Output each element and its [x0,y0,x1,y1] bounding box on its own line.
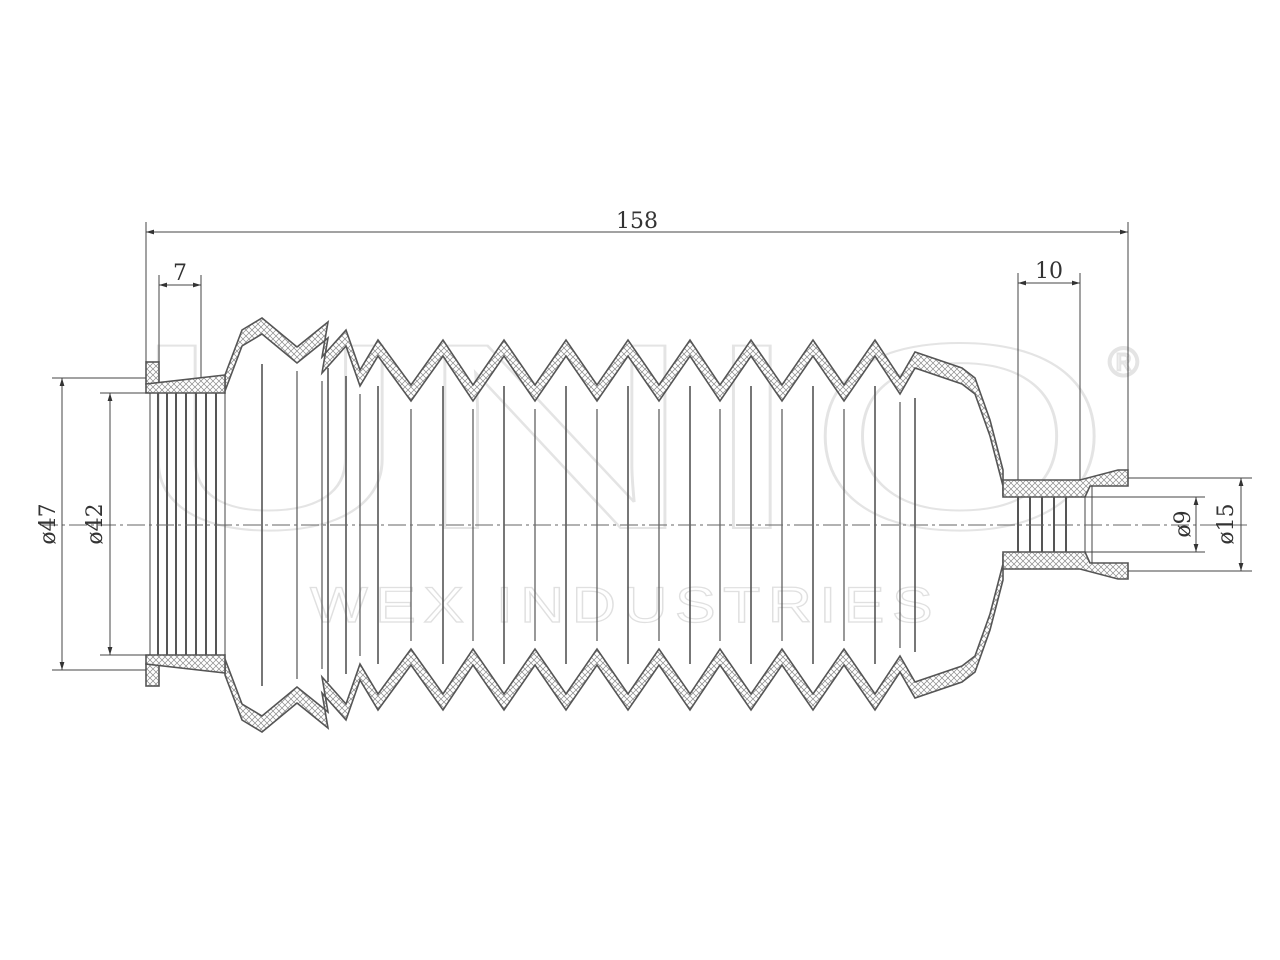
watermark-company: WEX INDUSTRIES [310,577,940,633]
dimension-left-inner-diameter: ø42 [83,392,150,656]
left-inner-diameter-label: ø42 [83,503,108,544]
dimension-overall-length: 158 [145,209,1129,470]
right-collar [1002,469,1129,580]
left-collar-width-label: 7 [173,261,187,286]
dimension-left-collar-width: 7 [158,261,202,378]
left-collar-wall-bottom [145,654,226,674]
dimension-right-outer-diameter: ø15 [1128,477,1252,572]
overall-length-label: 158 [616,209,658,234]
watermark-registered-mark: ® [1108,338,1139,385]
upper-bellows-wall [224,317,1004,496]
right-inner-diameter-label: ø9 [1171,510,1196,537]
left-outer-diameter-label: ø47 [36,503,61,544]
dimension-right-inner-diameter: ø9 [1085,496,1205,553]
dimension-right-collar-width: 10 [1017,259,1081,480]
lower-bellows-wall [224,554,1004,733]
left-collar [145,361,226,687]
watermark: UNIO ® WEX INDUSTRIES [127,288,1140,634]
right-collar-width-label: 10 [1035,259,1063,284]
right-collar-wall-bottom [1002,551,1129,580]
right-outer-diameter-label: ø15 [1214,503,1239,544]
left-flange-top [145,361,160,385]
watermark-brand: UNIO [128,289,1113,585]
left-flange-bottom [145,663,160,687]
dimension-left-outer-diameter: ø47 [36,377,146,671]
